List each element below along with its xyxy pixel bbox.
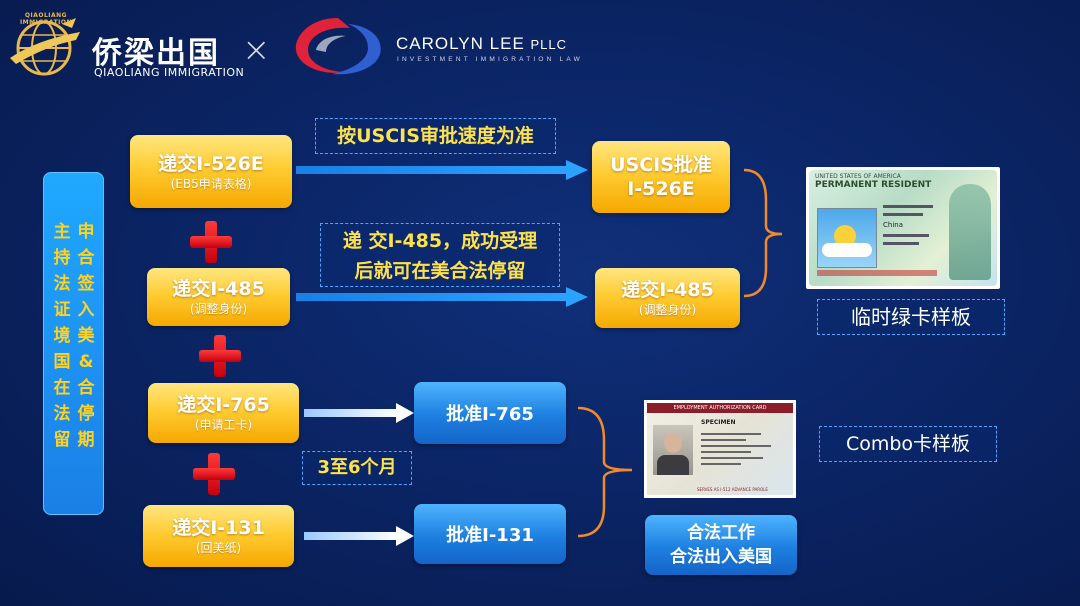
bracket-green-card <box>743 168 783 298</box>
ead-specimen: SPECIMEN <box>701 419 736 426</box>
green-card-photo <box>817 208 877 268</box>
approve-i765-box: 批准I-765 <box>414 382 566 444</box>
side-char: 期 <box>77 430 95 450</box>
side-char: 美 <box>77 326 95 346</box>
side-char: 国 <box>53 352 71 372</box>
partner-suffix: PLLC <box>530 37 568 52</box>
side-char: 主 <box>53 222 71 242</box>
seal-text: QIAOLIANG IMMIGRATION <box>19 12 73 26</box>
green-card-title: PERMANENT RESIDENT <box>815 180 932 190</box>
qiaoliang-logo: QIAOLIANG IMMIGRATION <box>6 10 86 82</box>
times-symbol: × <box>242 30 271 70</box>
submit-i485-sub: (调整身份) <box>189 302 248 316</box>
side-char: 留 <box>53 430 71 450</box>
i485-right-box: 递交I-485 (调整身份) <box>595 268 740 328</box>
green-card-country: UNITED STATES OF AMERICA <box>815 173 901 180</box>
uscis-approve-line1: USCIS批准 <box>610 154 712 176</box>
swirl-logo-icon <box>295 18 381 75</box>
side-char: 法 <box>53 404 71 424</box>
partner-sub: INVESTMENT IMMIGRATION LAW <box>397 56 584 63</box>
side-char: 法 <box>53 274 71 294</box>
plus-icon <box>199 335 241 377</box>
plus-icon <box>193 453 235 495</box>
bracket-combo-card <box>577 406 633 538</box>
globe-logo-icon <box>10 18 80 76</box>
combo-sample-label: Combo卡样板 <box>819 426 997 462</box>
green-card-fields: China <box>883 200 943 250</box>
ead-header: EMPLOYMENT AUTHORIZATION CARD <box>647 403 793 413</box>
brand-cn: 侨梁出国 <box>92 36 220 71</box>
carolyn-lee-logo <box>288 10 388 82</box>
approve-i131-box: 批准I-131 <box>414 504 566 564</box>
side-char: 签 <box>77 274 95 294</box>
ead-footer: SERVES AS I-512 ADVANCE PAROLE <box>697 487 768 492</box>
side-char: 在 <box>53 378 71 398</box>
side-char: 申 <box>77 222 95 242</box>
plus-icon <box>190 221 232 263</box>
side-label-pill <box>43 172 104 515</box>
side-char: 境 <box>53 326 71 346</box>
submit-i526e-box: 递交I-526E (EB5申请表格) <box>130 135 292 208</box>
green-card-country-field: China <box>883 221 903 229</box>
brand-en: QIAOLIANG IMMIGRATION <box>94 66 245 79</box>
approve-i765-label: 批准I-765 <box>446 404 534 425</box>
submit-i131-box: 递交I-131 (回美纸) <box>143 505 294 567</box>
i485-note-line2: 后就可在美合法停留 <box>354 260 526 282</box>
side-label-text: 主 申 持 合 法 签 证 入 境 美 国 & 在 合 法 停 留 期 <box>50 220 98 452</box>
speed-note: 按USCIS审批速度为准 <box>315 118 556 154</box>
uscis-approve-526e-box: USCIS批准 I-526E <box>592 141 730 213</box>
submit-i131-sub: (回美纸) <box>195 541 242 555</box>
side-char: 合 <box>77 248 95 268</box>
months-note: 3至6个月 <box>302 451 412 485</box>
legal-line2: 合法出入美国 <box>670 547 772 567</box>
ead-card-image: EMPLOYMENT AUTHORIZATION CARD SPECIMEN S… <box>644 400 796 498</box>
submit-i765-sub: (申请工卡) <box>194 418 253 432</box>
green-card-image: UNITED STATES OF AMERICA PERMANENT RESID… <box>806 167 1000 289</box>
submit-i526e-title: 递交I-526E <box>158 152 264 175</box>
ead-fields <box>701 429 781 469</box>
approve-i131-label: 批准I-131 <box>446 525 534 546</box>
side-char: & <box>78 352 94 372</box>
submit-i765-box: 递交I-765 (申请工卡) <box>148 383 299 443</box>
arrow-131 <box>304 526 414 546</box>
uscis-approve-line2: I-526E <box>627 178 695 200</box>
ead-photo <box>653 425 693 475</box>
arrow-765 <box>304 403 414 423</box>
green-card-sample-label: 临时绿卡样板 <box>817 299 1005 335</box>
submit-i765-title: 递交I-765 <box>177 394 270 416</box>
legal-status-box: 合法工作 合法出入美国 <box>645 515 797 575</box>
side-char: 入 <box>77 300 95 320</box>
side-char: 证 <box>53 300 71 320</box>
side-char: 停 <box>77 404 95 424</box>
i485-note-line1: 递 交I-485，成功受理 <box>342 230 538 252</box>
partner-name: CAROLYN LEE PLLC <box>396 34 567 54</box>
i485-right-title: 递交I-485 <box>621 279 714 301</box>
submit-i485-box: 递交I-485 (调整身份) <box>147 268 290 326</box>
arrow-526e <box>296 160 588 180</box>
submit-i485-title: 递交I-485 <box>172 278 265 300</box>
side-char: 持 <box>53 248 71 268</box>
i485-right-sub: (调整身份) <box>638 303 697 317</box>
submit-i131-title: 递交I-131 <box>172 517 265 539</box>
legal-line1: 合法工作 <box>687 523 755 543</box>
statue-liberty-icon <box>949 184 991 280</box>
partner-name-main: CAROLYN LEE <box>396 34 525 53</box>
arrow-485 <box>296 287 588 307</box>
side-char: 合 <box>77 378 95 398</box>
submit-i526e-sub: (EB5申请表格) <box>170 176 252 191</box>
i485-note: 递 交I-485，成功受理 后就可在美合法停留 <box>320 223 560 287</box>
